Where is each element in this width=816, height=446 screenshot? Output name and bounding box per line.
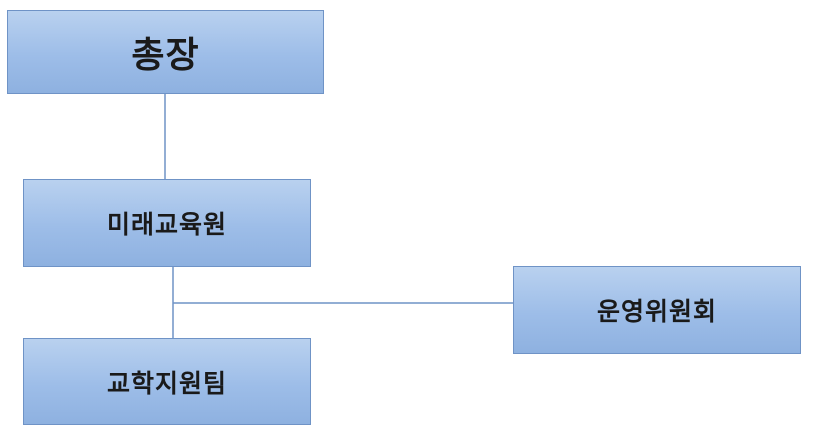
node-future-education-institute: 미래교육원 [23, 179, 311, 267]
node-steering-committee: 운영위원회 [513, 266, 801, 354]
node-president-label: 총장 [131, 35, 200, 76]
node-academic-support-team: 교학지원팀 [23, 338, 311, 425]
node-president: 총장 [7, 10, 324, 94]
node-academic-support-team-label: 교학지원팀 [106, 368, 227, 398]
node-future-education-institute-label: 미래교육원 [106, 210, 227, 239]
node-steering-committee-label: 운영위원회 [596, 297, 717, 326]
